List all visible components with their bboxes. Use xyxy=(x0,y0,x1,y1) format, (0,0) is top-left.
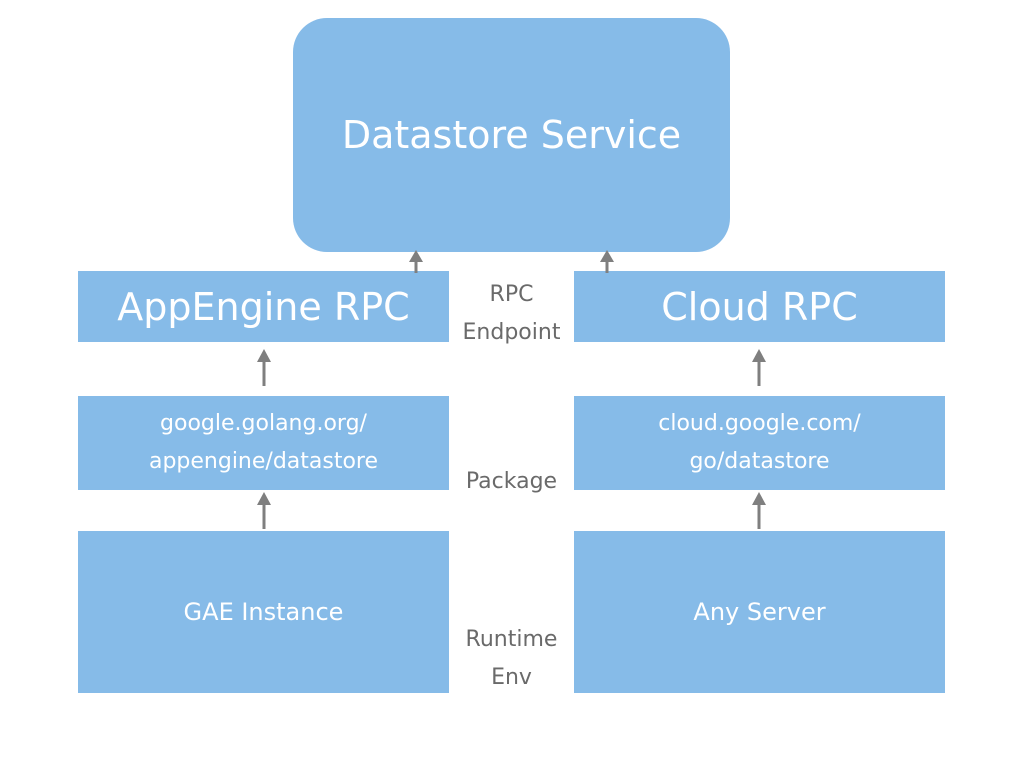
package-label: Package xyxy=(465,469,558,494)
rpc-endpoint-label-line-2: Endpoint xyxy=(462,320,561,345)
arrow-appengine-package-to-rpc xyxy=(257,349,271,386)
cloud-rpc-box: Cloud RPC xyxy=(574,271,945,342)
runtime-env-label-line-1: Runtime xyxy=(465,627,558,652)
arrow-any-server-to-package xyxy=(752,492,766,529)
cloud-package-line-2: go/datastore xyxy=(689,449,830,474)
appengine-package-line-2: appengine/datastore xyxy=(148,449,379,474)
appengine-package-line-1: google.golang.org/ xyxy=(160,411,367,436)
cloud-package-box: cloud.google.com/ go/datastore xyxy=(574,396,945,490)
appengine-package-box: google.golang.org/ appengine/datastore xyxy=(78,396,449,490)
arrow-cloud-rpc-to-service xyxy=(600,250,614,273)
appengine-rpc-label: AppEngine RPC xyxy=(117,284,410,329)
rpc-endpoint-label-line-1: RPC xyxy=(489,282,534,307)
cloud-rpc-label: Cloud RPC xyxy=(661,284,858,329)
appengine-rpc-box: AppEngine RPC xyxy=(78,271,449,342)
arrow-appengine-rpc-to-service xyxy=(409,250,423,273)
arrow-gae-instance-to-package xyxy=(257,492,271,529)
rpc-endpoint-row-label: RPC Endpoint xyxy=(449,276,574,352)
gae-instance-label: GAE Instance xyxy=(183,598,344,626)
runtime-env-row-label: Runtime Env xyxy=(449,621,574,697)
package-row-label: Package xyxy=(449,463,574,501)
cloud-package-line-1: cloud.google.com/ xyxy=(658,411,861,436)
gae-instance-box: GAE Instance xyxy=(78,531,449,693)
any-server-label: Any Server xyxy=(693,598,826,626)
runtime-env-label-line-2: Env xyxy=(491,665,532,690)
any-server-box: Any Server xyxy=(574,531,945,693)
datastore-service-label: Datastore Service xyxy=(341,113,682,157)
arrow-cloud-package-to-rpc xyxy=(752,349,766,386)
datastore-service-box: Datastore Service xyxy=(293,18,730,252)
